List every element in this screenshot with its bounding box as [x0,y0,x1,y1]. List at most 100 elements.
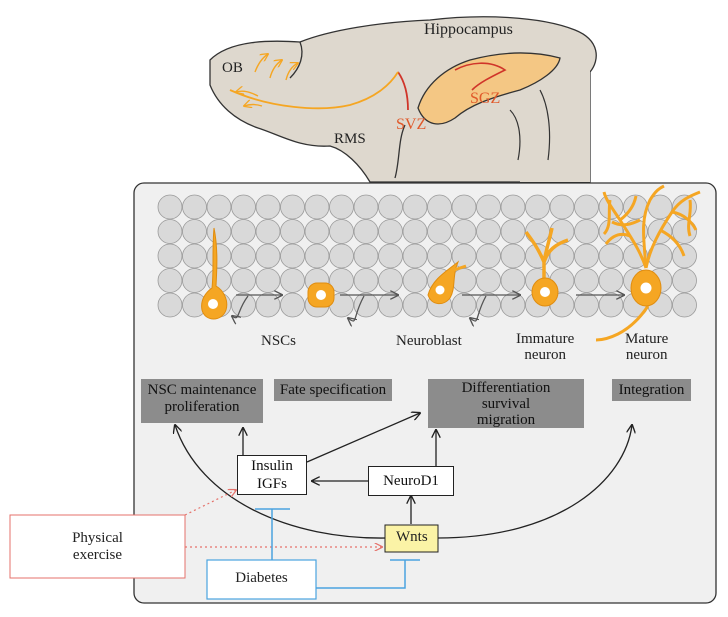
grid-cell [402,292,428,318]
grid-cell [280,194,305,220]
grid-cell [476,219,501,244]
neuroblast-label: Neuroblast [396,333,462,349]
grid-cell [157,219,183,244]
integration-box: Integration [612,379,691,401]
svz-line [397,71,409,111]
grid-cell [672,292,697,318]
differentiation-box: Differentiation survival migration [428,379,584,428]
fold-line-4 [539,89,551,161]
grid-cell [476,292,501,318]
grid-cell [378,243,403,269]
grid-cell [157,243,183,269]
grid-cell [402,194,428,220]
grid-cell [255,194,281,220]
stage-self-arrow [232,295,249,318]
insulin-igfs-box: Insulin IGFs [237,455,307,495]
grid-cell [304,219,330,244]
differentiation-line1: Differentiation [461,380,551,396]
grid-cell [672,219,697,244]
grid-cell [329,219,354,244]
grid-cell [451,292,477,318]
wnts-box [384,524,439,553]
immature-neuron [524,227,569,307]
ob-arrow [254,54,268,73]
sgz-label: SGZ [470,90,501,107]
maintenance-line2: proliferation [164,399,240,415]
grid-cell [329,268,354,293]
ob-arrow [244,105,263,107]
arrow-insulin-to-differentiation [306,413,420,463]
exercise-label: Physical exercise [10,530,185,564]
fold-line-2 [394,124,406,179]
diabetes-box [206,559,317,600]
arrow-wnts-to-maintenance [175,425,389,539]
nsc-neuron-2 [307,282,335,308]
grid-cell [353,292,379,318]
immature-line2: neuron [524,347,566,363]
grid-cell [206,219,232,244]
grid-cell [231,268,256,293]
diabetes-label: Diabetes [235,570,288,586]
grid-cell [157,292,183,318]
grid-cell [353,268,379,293]
grid-cell [476,243,501,269]
stage-self-arrow [470,295,487,321]
grid-cell [672,243,697,269]
mature-line1: Mature [625,331,669,347]
grid-cell [255,243,281,269]
neuroblast-neuron [427,260,467,305]
immature-neuron-label: Immature neuron [516,331,574,363]
grid-cell [476,268,501,293]
grid-cell [231,292,256,318]
grid-cell [329,243,354,269]
maintenance-line1: NSC maintenance [147,382,257,398]
grid-cell [451,194,477,220]
grid-cell [329,194,354,220]
insulin-line2: IGFs [256,476,287,492]
grid-cell [574,268,599,293]
grid-cell [280,268,305,293]
grid-cell [525,219,550,244]
wnts-label: Wnts [396,529,428,545]
brainstem-shape [520,60,590,182]
grid-cell [574,243,599,269]
grid-cell [574,292,599,318]
maintenance-box: NSC maintenance proliferation [141,379,263,423]
grid-cell [157,194,183,220]
nsc-neuron-1 [201,227,228,320]
hippocampus-shape [417,52,561,125]
grid-cell [549,219,575,244]
immature-line1: Immature [516,331,575,347]
grid-cell [206,194,232,220]
grid-cell [574,219,599,244]
nscs-label: NSCs [261,333,297,349]
grid-cell [427,219,452,244]
stage-self-arrow [348,295,365,321]
grid-cell [231,219,256,244]
grid-cell [280,243,305,269]
differentiation-line2: survival [481,396,531,412]
grid-cell [304,194,330,220]
grid-cell [549,194,575,220]
exercise-line1: Physical [72,530,123,546]
ob-label: OB [222,60,243,76]
grid-cell [255,292,281,318]
grid-cell [353,194,379,220]
fold-line [289,41,303,79]
grid-cell [402,219,428,244]
grid-cell [574,194,599,220]
grid-cell [378,268,403,293]
fate-box: Fate specification [274,379,392,401]
grid-cell [182,194,207,220]
grid-cell [500,268,526,293]
grid-cell [598,292,624,318]
grid-cell [353,243,379,269]
grid-cell [402,243,428,269]
differentiation-line3: migration [476,412,536,428]
grid-cell [378,194,403,220]
mature-neuron-body [630,269,662,307]
mature-neuron [595,184,701,342]
grid-cell [157,268,183,293]
